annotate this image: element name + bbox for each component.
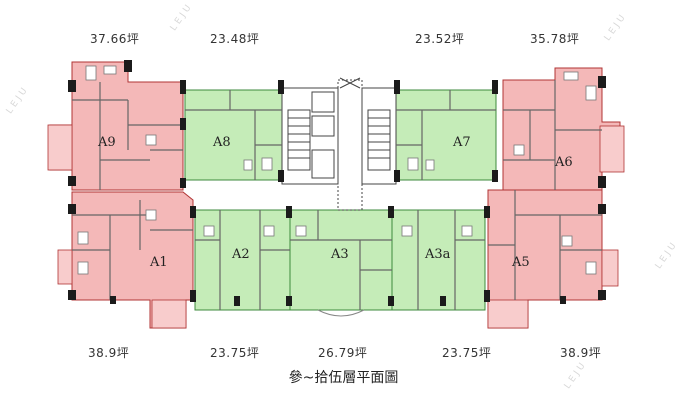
floor-plan-title: 參~拾伍層平面圖 [288, 370, 399, 386]
unit-label-a1: A1 [149, 255, 168, 270]
area-label-a6: 35.78坪 [530, 32, 580, 46]
fixtures [77, 65, 597, 275]
structural-pillars [68, 60, 606, 306]
area-label-a7: 23.52坪 [415, 32, 465, 46]
unit-label-a3a: A3a [424, 247, 451, 262]
area-label-a9: 37.66坪 [90, 32, 140, 46]
area-label-a8: 23.48坪 [210, 32, 260, 46]
area-label-a2: 23.75坪 [210, 346, 260, 360]
unit-label-a6: A6 [554, 155, 573, 170]
unit-a1-balcony [151, 299, 187, 329]
unit-label-a5: A5 [511, 255, 530, 270]
area-label-a1: 38.9坪 [88, 346, 130, 360]
unit-a1-side-balcony [57, 249, 73, 285]
unit-label-a9: A9 [97, 135, 116, 150]
unit-label-a3: A3 [330, 247, 349, 262]
unit-label-a8: A8 [212, 135, 231, 150]
unit-label-a2: A2 [231, 247, 250, 262]
unit-a5-balcony [487, 299, 529, 329]
unit-labels: A9 A8 A7 A6 A1 A2 A3 A3a A5 [97, 135, 573, 270]
unit-label-a7: A7 [452, 135, 471, 150]
unit-a5-side-balcony [601, 249, 619, 287]
unit-a6-balcony [599, 125, 625, 173]
area-label-a5: 38.9坪 [560, 346, 602, 360]
central-core [281, 77, 397, 211]
interior-walls [72, 80, 602, 310]
unit-a3-bay [317, 309, 365, 317]
area-label-a3a: 23.75坪 [442, 346, 492, 360]
area-label-a3: 26.79坪 [318, 346, 368, 360]
unit-a9-balcony [47, 124, 73, 171]
